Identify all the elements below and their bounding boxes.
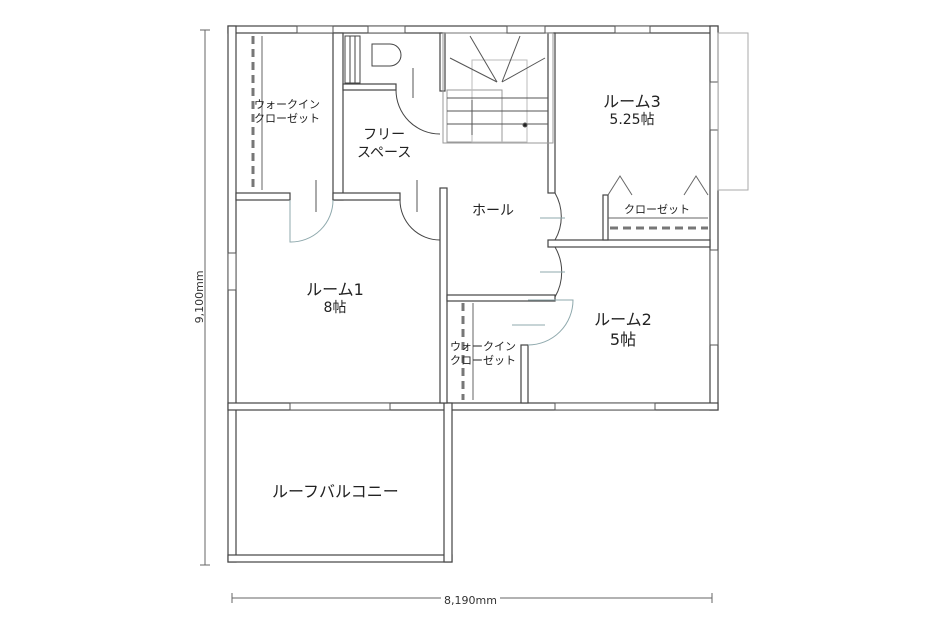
wic1-label-line1: ウォークイン (254, 98, 320, 111)
room1-size: 8帖 (323, 300, 347, 316)
toilet-icon (344, 35, 402, 84)
height-dimension: 9,100mm (193, 270, 207, 324)
closet-fixtures (261, 36, 709, 400)
wic2-label: ウォークインクローゼット (450, 340, 516, 368)
room3-name: ルーム3 (603, 92, 661, 111)
free-space-line2: スペース (357, 144, 412, 161)
room2-name: ルーム2 (594, 310, 652, 329)
room3-size: 5.25帖 (609, 112, 655, 128)
wic2-label-line1: ウォークイン (450, 340, 516, 353)
room2-size: 5帖 (609, 330, 637, 349)
walls (227, 25, 719, 563)
free-space-label: フリースペース (357, 127, 411, 162)
balcony-label: ルーフバルコニー (272, 482, 399, 501)
wic1-label-line2: クローゼット (254, 111, 320, 125)
staircase[interactable] (442, 32, 554, 144)
free-space-line1: フリー (363, 127, 406, 143)
room1-name: ルーム1 (306, 280, 364, 299)
wic1-label: ウォークインクローゼット (254, 98, 320, 126)
closet-label: クローゼット (624, 203, 690, 216)
windows (227, 25, 719, 411)
width-dimension: 8,190mm (441, 594, 500, 608)
closet-rods (251, 36, 708, 400)
hall-label: ホール (472, 203, 514, 219)
exterior-balcony-outline (717, 32, 749, 191)
doors[interactable] (289, 68, 574, 346)
wic2-label-line2: クローゼット (450, 353, 516, 367)
